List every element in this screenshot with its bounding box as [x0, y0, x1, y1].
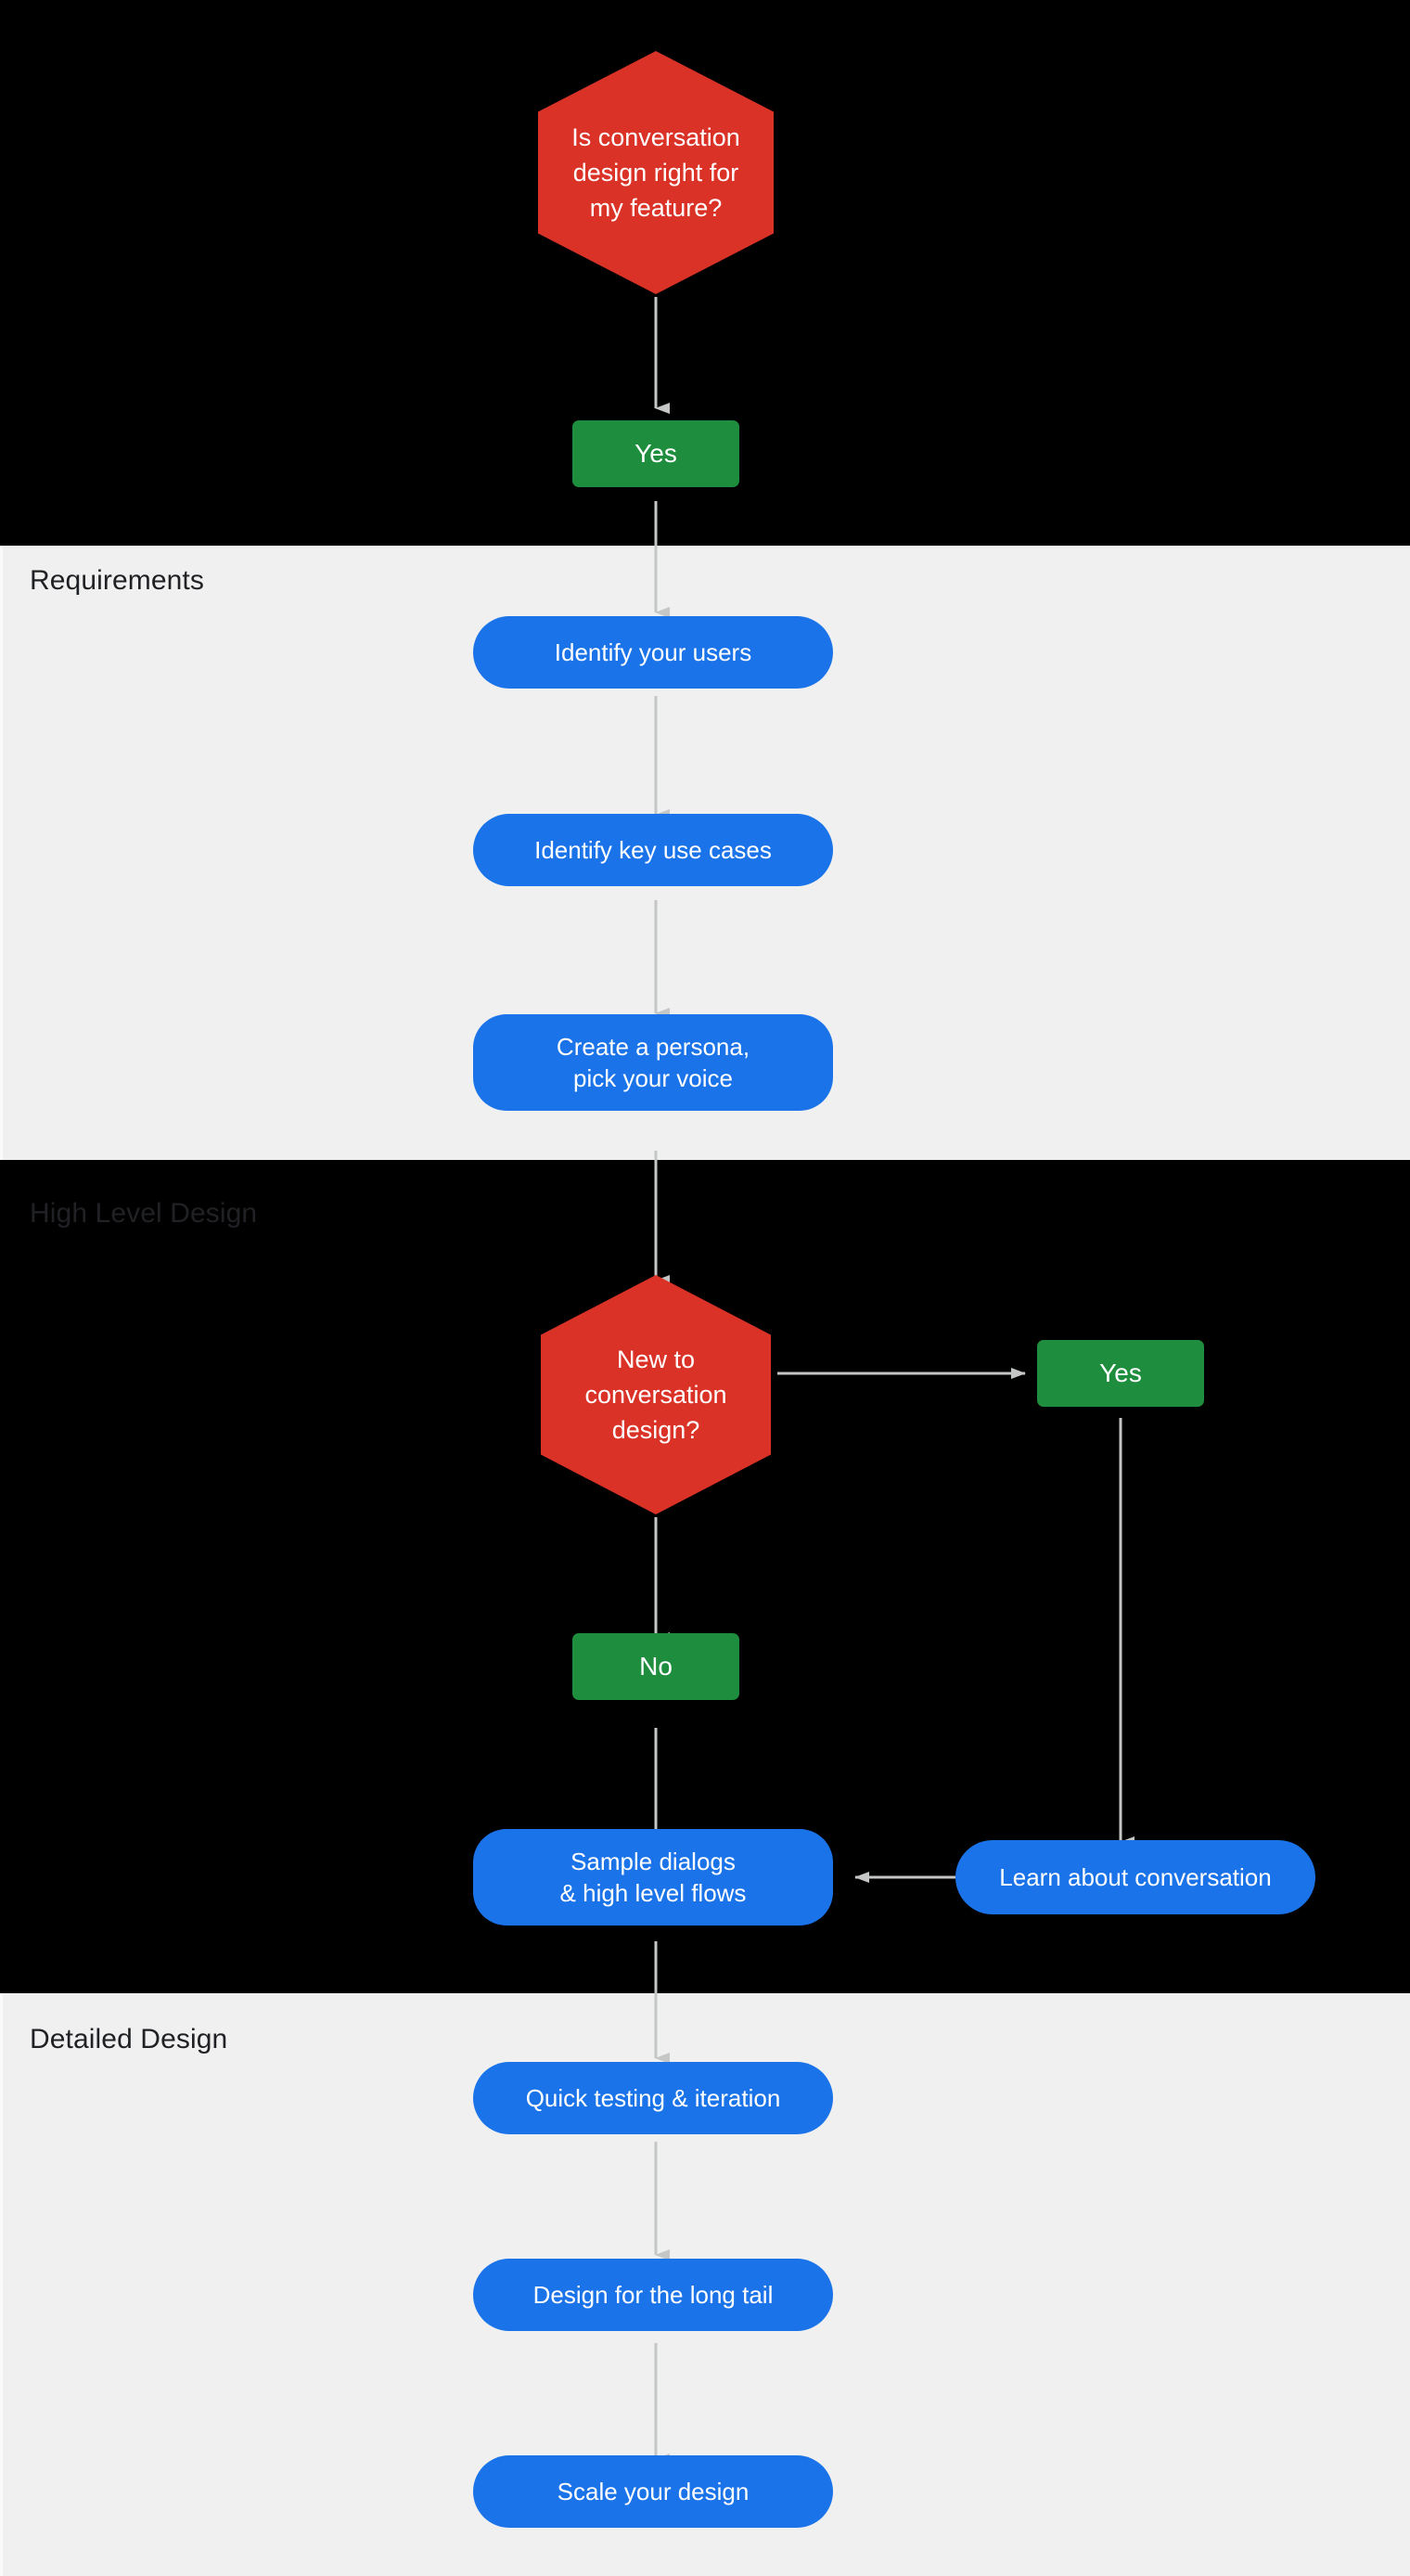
decision-new-line2: conversation	[584, 1381, 727, 1409]
process-create-persona-pick-voice[interactable]: Create a persona, pick your voice	[473, 1014, 833, 1111]
answer-yes-top-label: Yes	[634, 439, 677, 468]
decision-fit-line1: Is conversation	[571, 123, 740, 151]
decision-fit-line3: my feature?	[589, 194, 723, 222]
quick-testing-label: Quick testing & iteration	[525, 2084, 781, 2112]
process-identify-your-users[interactable]: Identify your users	[473, 616, 833, 689]
process-scale-your-design[interactable]: Scale your design	[473, 2455, 833, 2528]
answer-yes-right-label: Yes	[1099, 1359, 1142, 1387]
create-persona-line2: pick your voice	[573, 1064, 733, 1092]
long-tail-label: Design for the long tail	[532, 2281, 774, 2309]
process-identify-key-use-cases[interactable]: Identify key use cases	[473, 814, 833, 886]
answer-no-label: No	[639, 1652, 673, 1681]
process-learn-about-conversation[interactable]: Learn about conversation	[955, 1840, 1315, 1914]
learn-conversation-label: Learn about conversation	[999, 1863, 1272, 1891]
process-design-for-long-tail[interactable]: Design for the long tail	[473, 2259, 833, 2331]
sample-dialogs-line1: Sample dialogs	[570, 1848, 736, 1875]
decision-fit-line2: design right for	[572, 159, 739, 187]
answer-yes-top[interactable]: Yes	[572, 420, 739, 487]
section-label-requirements: Requirements	[30, 565, 204, 596]
identify-users-label: Identify your users	[554, 638, 752, 666]
decision-new-line1: New to	[616, 1346, 696, 1373]
scale-design-label: Scale your design	[557, 2478, 750, 2505]
identify-cases-label: Identify key use cases	[534, 836, 772, 864]
answer-yes-right[interactable]: Yes	[1037, 1340, 1204, 1407]
process-quick-testing-iteration[interactable]: Quick testing & iteration	[473, 2062, 833, 2134]
section-label-high-level-design: High Level Design	[30, 1198, 258, 1229]
decision-new-line3: design?	[611, 1416, 700, 1444]
answer-no[interactable]: No	[572, 1633, 739, 1700]
create-persona-line1: Create a persona,	[556, 1033, 750, 1061]
section-label-detailed-design: Detailed Design	[30, 2024, 228, 2054]
process-sample-dialogs-high-level-flows[interactable]: Sample dialogs & high level flows	[473, 1829, 833, 1926]
sample-dialogs-line2: & high level flows	[559, 1879, 747, 1907]
